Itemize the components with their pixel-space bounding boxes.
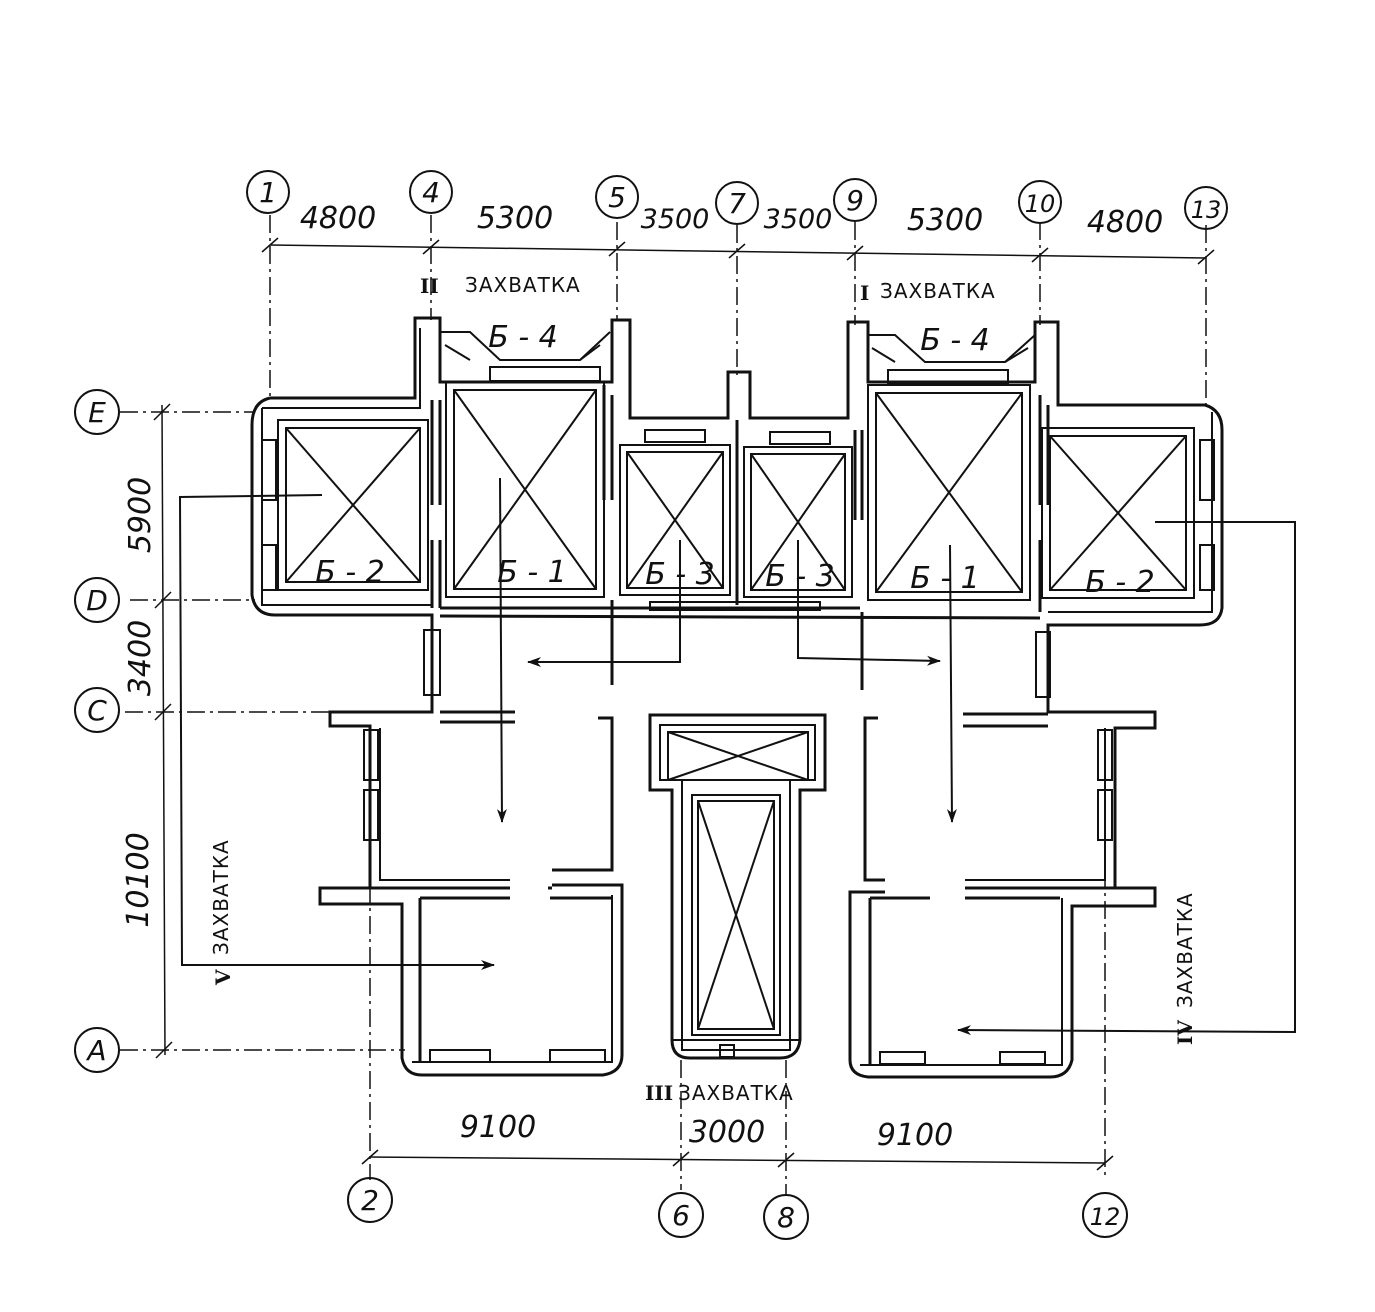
internal-walls (261, 366, 1215, 1065)
zone-iv-number: IV (1173, 1020, 1197, 1045)
dim-top-3: 3500 (641, 204, 710, 235)
block-b2-right (1041, 427, 1195, 599)
zone-v-word: ЗАХВАТКА (209, 839, 233, 955)
dim-bottom-2: 3000 (689, 1115, 765, 1150)
dimension-texts-left: 5900 3400 10100 (121, 477, 158, 928)
central-core (648, 713, 827, 1060)
dim-left-1: 5900 (123, 477, 158, 553)
dim-left-3: 10100 (121, 832, 156, 927)
room-label-b4-right: Б - 4 (920, 323, 990, 358)
zone-ii-number: II (420, 274, 439, 298)
axis-label-8: 8 (777, 1201, 795, 1234)
zone-i-word: ЗАХВАТКА (880, 279, 996, 303)
dim-top-4: 3500 (764, 204, 833, 235)
room-label-b2-right: Б - 2 (1085, 565, 1155, 600)
zone-i-number: I (860, 281, 869, 305)
dim-top-2: 5300 (477, 201, 553, 236)
axis-label-6: 6 (672, 1199, 690, 1232)
room-label-b4-left: Б - 4 (488, 320, 558, 355)
axis-bubbles-bottom: 2 6 8 12 (347, 1177, 1128, 1240)
dimension-texts-top: 4800 5300 3500 3500 5300 4800 (300, 201, 1163, 240)
zone-iv-word: ЗАХВАТКА (1173, 892, 1197, 1008)
room-label-b1-left: Б - 1 (497, 555, 567, 590)
axis-label-9: 9 (846, 184, 864, 217)
axis-label-2: 2 (361, 1184, 379, 1217)
axis-label-e: E (88, 396, 106, 429)
block-b2-left (277, 419, 429, 591)
axis-label-1: 1 (259, 176, 277, 209)
axis-label-13: 13 (1191, 196, 1222, 224)
axis-bubbles-left: E D C A (74, 389, 120, 1073)
dim-top-1: 4800 (300, 201, 376, 236)
zone-ii-word: ЗАХВАТКА (465, 273, 581, 297)
room-label-b2-left: Б - 2 (315, 555, 385, 590)
room-labels: Б - 2 Б - 1 Б - 3 Б - 3 Б - 1 Б - 2 Б - … (315, 320, 1155, 600)
zone-iii-word: ЗАХВАТКА (678, 1081, 794, 1105)
axis-label-c: C (87, 694, 107, 727)
dim-top-5: 5300 (907, 203, 983, 238)
zone-iii-number: III (645, 1081, 673, 1105)
axis-label-a: A (85, 1034, 106, 1067)
axis-label-12: 12 (1090, 1203, 1121, 1231)
axis-label-5: 5 (608, 181, 626, 214)
dim-bottom-3: 9100 (877, 1118, 953, 1153)
block-b1-right (867, 384, 1031, 601)
building-outline (250, 316, 1224, 1079)
axis-label-10: 10 (1025, 190, 1056, 218)
axis-label-7: 7 (728, 187, 746, 220)
flow-arrows (178, 477, 1296, 1036)
axis-lines (120, 215, 1207, 1195)
axis-label-4: 4 (422, 176, 440, 209)
room-label-b1-right: Б - 1 (910, 561, 980, 596)
dimension-texts-bottom: 9100 3000 9100 (460, 1110, 953, 1153)
block-b1-left (445, 381, 605, 598)
dim-top-6: 4800 (1087, 205, 1163, 240)
zone-labels: II ЗАХВАТКА I ЗАХВАТКА III ЗАХВАТКА V ЗА… (209, 273, 1197, 1105)
room-label-b3-left: Б - 3 (645, 557, 715, 592)
axis-label-d: D (86, 584, 108, 617)
dim-left-2: 3400 (123, 620, 158, 696)
balcony-b4-right (868, 334, 1036, 363)
block-b3-left (619, 444, 731, 596)
room-label-b3-right: Б - 3 (765, 559, 835, 594)
axis-bubbles-top: 1 4 5 7 9 10 13 (246, 170, 1228, 230)
dim-bottom-1: 9100 (460, 1110, 536, 1145)
balcony-b4-left (440, 331, 611, 361)
dimension-lines (153, 237, 1215, 1171)
zone-v-number: V (211, 969, 235, 986)
